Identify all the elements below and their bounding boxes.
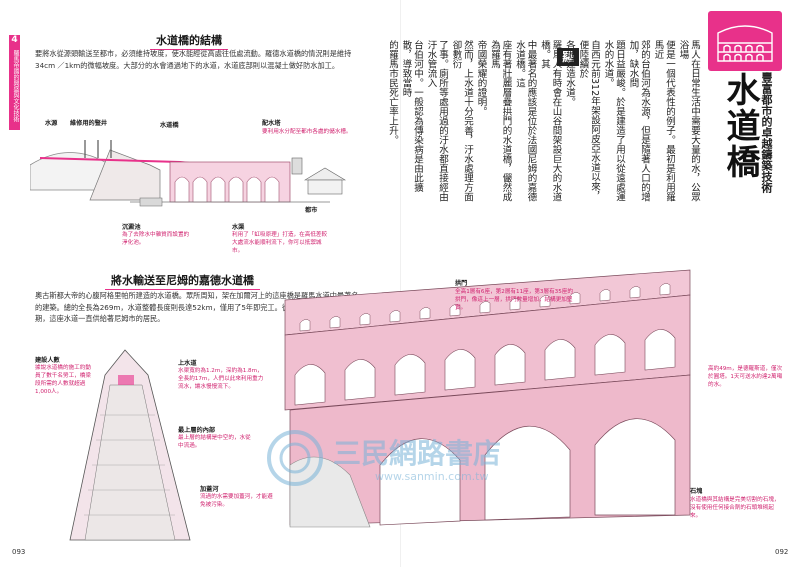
- note-height: 高約49m，是德羅斯道，僅次於圓塔。1天可送水約達2萬噸的水。: [708, 366, 783, 388]
- page-divider: [400, 0, 401, 567]
- chapter-logo-box: [708, 11, 782, 71]
- note-upper-channel: 水渠寬約為1.2m，深約為1.8m，全長約17m，人們以此來利用重力流水，讓水慢…: [178, 368, 264, 390]
- note-workers: 據說水道橋的施工約動員了數千名勞工，橋梁段所需的人數就超過1,000人。: [35, 365, 91, 395]
- text-column: 中最著名的應該是位於法國尼姆的嘉德水道橋。這: [514, 40, 537, 202]
- note-water-channel: 利用了「虹吸原理」打造，在高低差較大處流水能順利流下，你可以抵禦城市。: [232, 232, 328, 254]
- text-column: 題日益嚴峻。於是建造了用以從遠處運水的水道。: [602, 40, 626, 202]
- section-title-pont-du-gard: 將水輸送至尼姆的嘉德水道橋: [105, 272, 260, 290]
- note-arch: 全高1層有6座，第2層有11座，第3層有35座的拱門，像這上一層，拱門數量增加，…: [455, 289, 573, 311]
- text-column: 然而，上水道十分完善，汙水處理方面卻數衍: [450, 40, 474, 202]
- drop-cap-tag: 羅: [557, 48, 579, 66]
- aqueduct-structure-diagram: [30, 140, 347, 207]
- watermark-url: www.sanmin.com.tw: [375, 470, 489, 483]
- label-water-channel: 水渠: [232, 224, 245, 231]
- chapter-number: 4: [11, 35, 18, 45]
- vertical-text-block: 馬人在日常生活中需要大量的水，公眾浴場 便是一個代表性的例子。最初是利用羅馬近 …: [387, 40, 700, 202]
- section-body-pont-du-gard: 奧古斯都大帝的心腹阿格里帕所建造的水道橋。眾所周知，架在加爾河上的這座橋是羅馬水…: [35, 291, 361, 323]
- label-settling-pond: 沉澱池: [122, 224, 141, 231]
- chapter-spine-text: 羅馬帝國的興盛與文化技術: [12, 50, 19, 122]
- aqueduct-cross-section-diagram: [69, 349, 191, 541]
- text-column: 各地建造水道。: [564, 40, 575, 107]
- note-top-interior: 最上層的結構是中空的，水從中流過。: [178, 435, 251, 449]
- label-arch: 拱門: [455, 280, 468, 287]
- text-column: 台伯河中。一般認為傳染病是由此擴散，導致當時: [400, 40, 424, 192]
- text-column: 帝國榮耀的證明。: [475, 40, 487, 116]
- label-aqueduct-bridge: 水道橋: [160, 122, 179, 129]
- page-number-left: 093: [12, 548, 26, 556]
- text-column: 羅馬人有時會在山谷間架設巨大的水道橋。其: [539, 40, 562, 202]
- text-column: 郊的台伯河為水源，但是隨著人口的增加，缺水問: [627, 40, 651, 202]
- chapter-spine-strip: [9, 35, 20, 130]
- text-column: 馬人在日常生活中需要大量的水，公眾浴場: [677, 40, 701, 202]
- text-column: 便是一個代表性的例子。最初是利用羅馬近: [652, 40, 676, 202]
- main-title: 水道橋: [720, 72, 760, 180]
- pont-du-gard-illustration: [284, 269, 691, 528]
- note-added-river: 流過的水需要加蓋河，才能避免被污染。: [200, 494, 273, 508]
- label-added-river: 加蓋河: [200, 486, 219, 493]
- text-column: 了事。廁所等處用過的汙水都直接經由汙水管流入: [425, 40, 449, 202]
- label-upper-channel: 上水道: [178, 360, 197, 367]
- watermark-logo-icon: [267, 430, 323, 486]
- label-workers: 建設人數: [35, 357, 60, 364]
- section-title-structure: 水道橋的結構: [150, 32, 228, 50]
- label-top-interior: 最上層的內部: [178, 427, 216, 434]
- watermark-text: 三民網路書店: [333, 437, 502, 470]
- note-distribution-tower: 要利用水分配至都市各處的儲水槽。: [262, 129, 352, 135]
- page-number-right: 092: [775, 548, 789, 556]
- colosseum-icon: [717, 25, 773, 62]
- label-water-source: 水源: [45, 120, 58, 127]
- label-city: 都市: [305, 207, 318, 214]
- watermark: 三民網路書店 www.sanmin.com.tw: [265, 428, 555, 490]
- label-maintenance-shaft: 維修用的豎井: [70, 120, 108, 127]
- label-distribution-tower: 配水塔: [262, 120, 281, 127]
- sub-title: 豐富都市的卓越鑄築技術: [760, 72, 773, 193]
- text-column: 座有著壯麗層疊拱門的水道橋，儼然成為羅馬: [489, 40, 512, 202]
- section-body-structure: 要將水從源頭輸送至都市，必須維持坡度，使水能經從高處往低處流動。羅德水道橋的情況…: [35, 49, 352, 70]
- note-stone: 水道橋與其結構是完美切割的石塊，沒有使用任何接合劑的石頭堆砌起來。: [690, 497, 780, 519]
- text-column: 自西元前312年架設阿皮亞水道以來，便陸續於: [577, 40, 601, 201]
- label-stone: 石塊: [690, 488, 703, 495]
- text-column: 的羅馬市民死亡率上升。: [387, 40, 398, 145]
- note-settling-pond: 為了去除水中雜質而設置的淨化池。: [122, 232, 190, 246]
